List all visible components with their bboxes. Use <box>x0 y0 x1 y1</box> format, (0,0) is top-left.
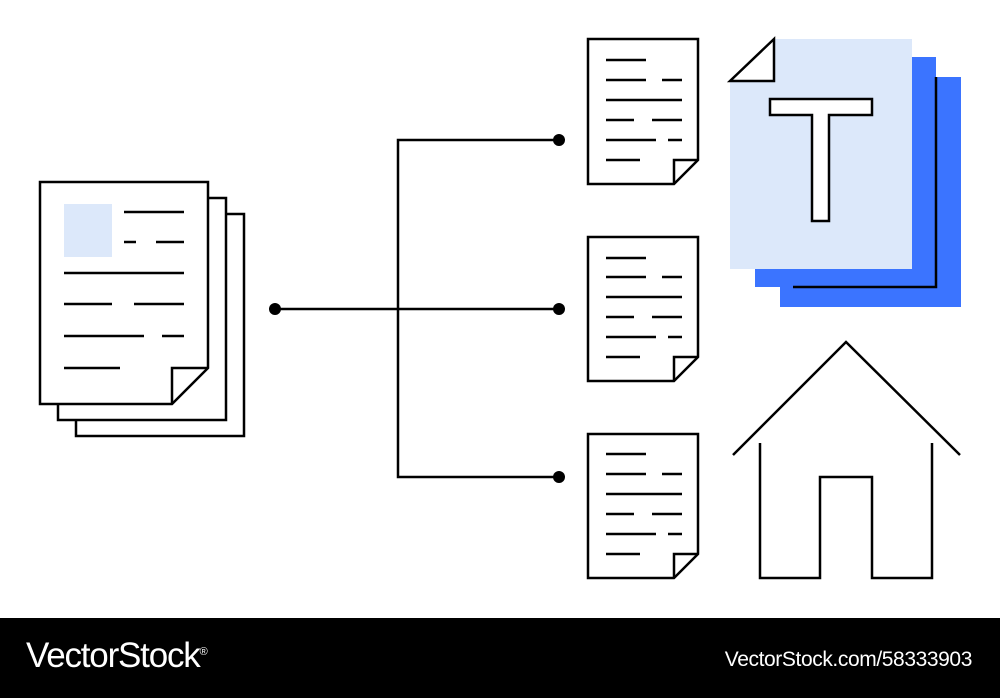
connector-lines <box>275 138 558 479</box>
illustration <box>38 36 961 580</box>
text-document-icon <box>586 235 700 383</box>
output-node-2 <box>553 303 565 315</box>
house-icon <box>732 340 961 580</box>
output-node-3 <box>553 471 565 483</box>
watermark-footer: VectorStock® VectorStock.com/58333903 <box>0 618 1000 698</box>
brand-logo: VectorStock® <box>26 636 208 675</box>
output-node-1 <box>553 134 565 146</box>
text-document-icon <box>586 37 700 186</box>
document-stack-icon <box>38 180 246 438</box>
image-credit: VectorStock.com/58333903 <box>724 648 973 671</box>
text-lines <box>64 210 184 370</box>
source-node <box>269 303 281 315</box>
connector-dots <box>269 134 565 483</box>
text-format-icon <box>726 36 961 307</box>
letter-t-glyph <box>768 97 874 223</box>
image-placeholder-block <box>64 204 112 257</box>
text-document-icon <box>586 432 700 580</box>
